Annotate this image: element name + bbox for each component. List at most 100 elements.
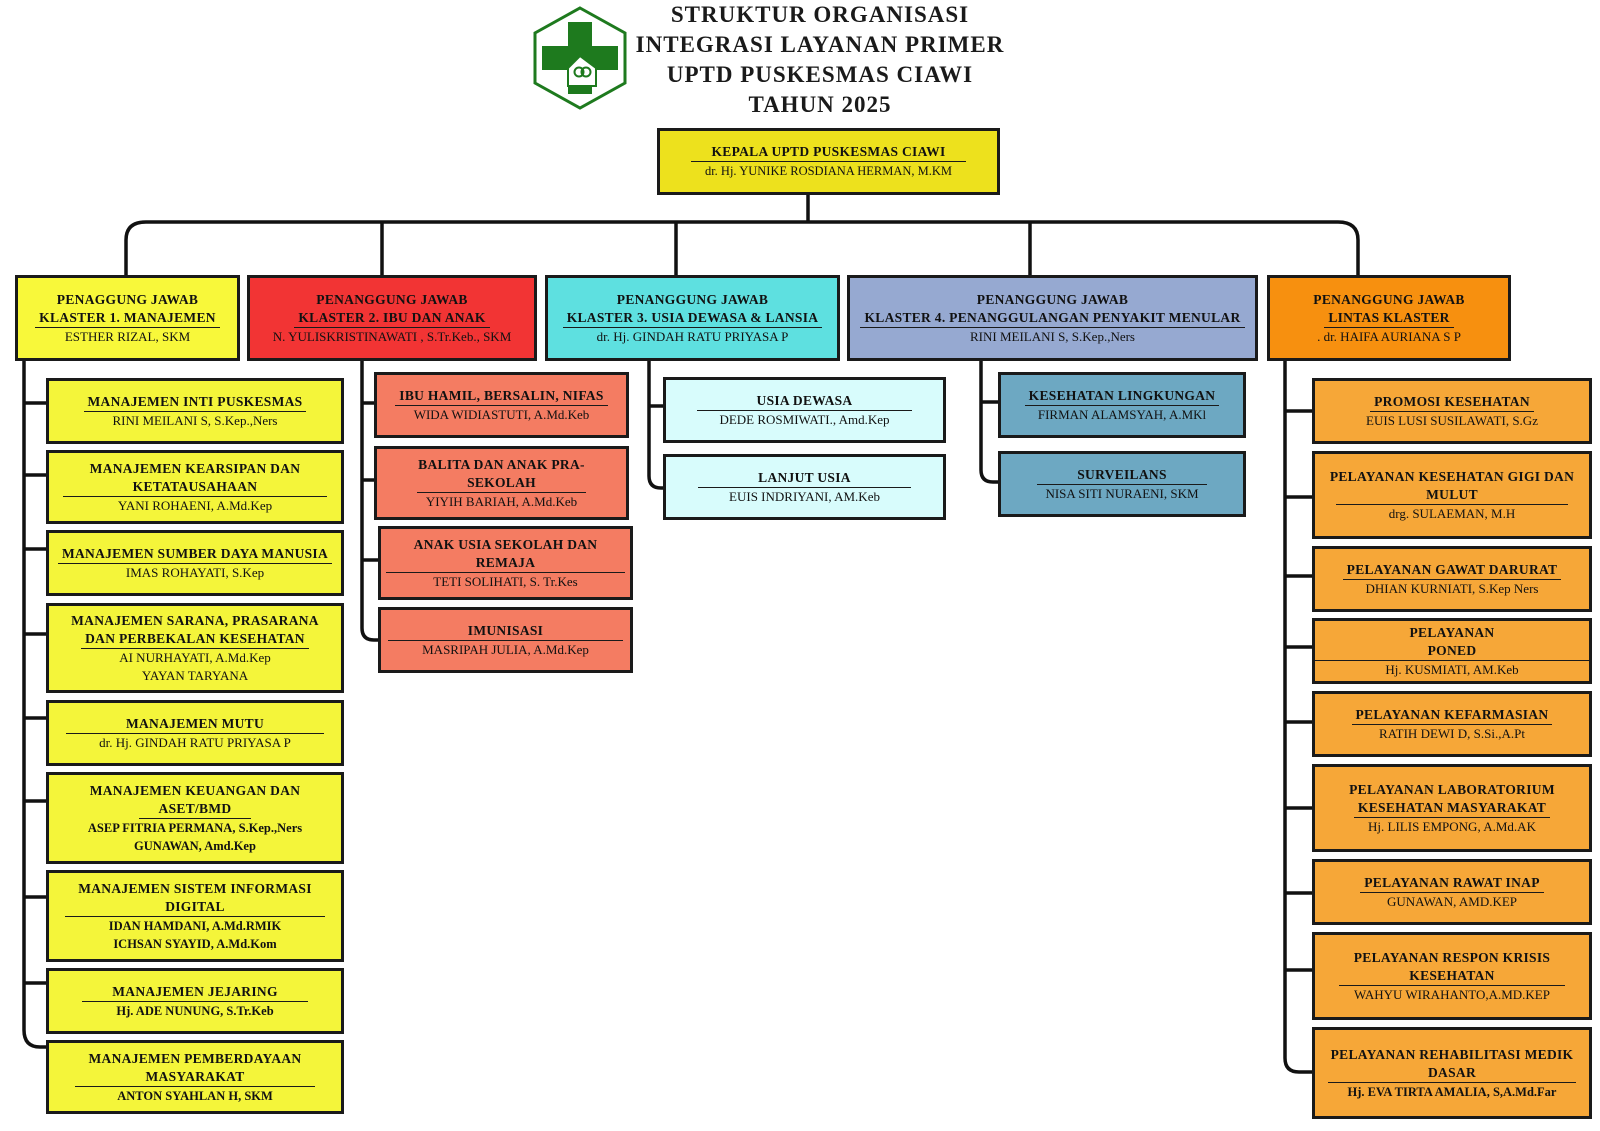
unit-title: SURVEILANS — [1037, 466, 1207, 485]
unit-title-2: KESEHATAN MASYARAKAT — [1353, 799, 1551, 818]
unit-person: ANTON SYAHLAN H, SKM — [117, 1088, 273, 1103]
unit-title: PELAYANAN PONED — [1315, 624, 1589, 661]
unit-person: Hj. ADE NUNUNG, S.Tr.Keb — [116, 1003, 274, 1018]
klaster4-name: RINI MEILANI S, S.Kep.,Ners — [969, 328, 1135, 344]
lintas-unit: PELAYANAN KEFARMASIAN RATIH DEWI D, S.Si… — [1312, 691, 1592, 757]
lintas-unit: PELAYANAN KESEHATAN GIGI DAN MULUT drg. … — [1312, 451, 1592, 539]
klaster1-unit: MANAJEMEN MUTU dr. Hj. GINDAH RATU PRIYA… — [46, 700, 344, 766]
unit-title-2: KESEHATAN — [1339, 967, 1565, 986]
unit-person: RINI MEILANI S, S.Kep.,Ners — [112, 412, 278, 428]
unit-title-2: ASET/BMD — [138, 800, 252, 819]
title-line-4: TAHUN 2025 — [748, 92, 892, 117]
klaster2-unit: BALITA DAN ANAK PRA- SEKOLAH YIYIH BARIA… — [374, 446, 629, 520]
unit-title: PELAYANAN KESEHATAN GIGI DAN — [1329, 468, 1575, 484]
klaster3-name: dr. Hj. GINDAH RATU PRIYASA P — [596, 328, 789, 344]
unit-person: ASEP FITRIA PERMANA, S.Kep.,Ners — [87, 820, 303, 835]
unit-title: MANAJEMEN KEARSIPAN DAN — [89, 460, 301, 476]
unit-person: FIRMAN ALAMSYAH, A.MKl — [1037, 406, 1207, 422]
unit-title: IMUNISASI — [387, 622, 624, 641]
unit-title: USIA DEWASA — [696, 392, 913, 411]
unit-person-2: YAYAN TARYANA — [141, 667, 249, 683]
lintas-unit: PELAYANAN RESPON KRISIS KESEHATAN WAHYU … — [1312, 932, 1592, 1020]
unit-title-2: REMAJA — [385, 554, 626, 573]
klaster1-label-2: KLASTER 1. MANAJEMEN — [35, 309, 220, 328]
unit-person: IDAN HAMDANI, A.Md.RMIK — [108, 918, 282, 933]
klaster2-label-1: PENANGGUNG JAWAB — [316, 291, 468, 307]
klaster1-box: PENAGGUNG JAWAB KLASTER 1. MANAJEMEN EST… — [15, 275, 240, 361]
klaster2-label-2: KLASTER 2. IBU DAN ANAK — [294, 309, 490, 328]
lintas-unit: PELAYANAN RAWAT INAP GUNAWAN, AMD.KEP — [1312, 859, 1592, 925]
unit-person: YIYIH BARIAH, A.Md.Keb — [425, 493, 578, 509]
unit-person-2: GUNAWAN, Amd.Kep — [134, 838, 256, 853]
lintas-name: . dr. HAIFA AURIANA S P — [1317, 328, 1461, 344]
lintas-unit: PELAYANAN REHABILITASI MEDIK DASAR Hj. E… — [1312, 1027, 1592, 1119]
unit-person: RATIH DEWI D, S.Si.,A.Pt — [1379, 725, 1525, 741]
unit-person: NISA SITI NURAENI, SKM — [1045, 485, 1199, 501]
klaster4-label-1: PENANGGUNG JAWAB — [976, 291, 1129, 307]
unit-title-2: DAN PERBEKALAN KESEHATAN — [81, 630, 309, 649]
unit-person: Hj. KUSMIATI, AM.Keb — [1385, 661, 1519, 677]
unit-person: WIDA WIDIASTUTI, A.Md.Keb — [413, 406, 590, 422]
klaster1-unit: MANAJEMEN PEMBERDAYAAN MASYARAKAT ANTON … — [46, 1040, 344, 1114]
klaster3-label-1: PENANGGUNG JAWAB — [616, 291, 769, 307]
klaster1-unit: MANAJEMEN KEARSIPAN DAN KETATAUSAHAAN YA… — [46, 450, 344, 524]
klaster4-label-2: KLASTER 4. PENANGGULANGAN PENYAKIT MENUL… — [860, 309, 1245, 328]
lintas-box: PENANGGUNG JAWAB LINTAS KLASTER . dr. HA… — [1267, 275, 1511, 361]
klaster3-box: PENANGGUNG JAWAB KLASTER 3. USIA DEWASA … — [545, 275, 840, 361]
unit-title: PELAYANAN REHABILITASI MEDIK — [1330, 1046, 1574, 1062]
klaster1-unit: MANAJEMEN SUMBER DAYA MANUSIA IMAS ROHAY… — [46, 530, 344, 596]
lintas-unit: PELAYANAN LABORATORIUM KESEHATAN MASYARA… — [1312, 764, 1592, 852]
klaster4-unit: KESEHATAN LINGKUNGAN FIRMAN ALAMSYAH, A.… — [998, 372, 1246, 438]
title-line-1: STRUKTUR ORGANISASI — [670, 2, 970, 27]
unit-title: PELAYANAN RESPON KRISIS — [1353, 949, 1551, 965]
unit-person: DHIAN KURNIATI, S.Kep Ners — [1365, 580, 1539, 596]
lintas-unit: PELAYANAN PONED Hj. KUSMIATI, AM.Keb — [1312, 618, 1592, 684]
unit-person: DEDE ROSMIWATI., Amd.Kep — [719, 411, 890, 427]
unit-title: MANAJEMEN JEJARING — [82, 983, 308, 1002]
unit-title: PROMOSI KESEHATAN — [1370, 393, 1534, 412]
klaster3-label-2: KLASTER 3. USIA DEWASA & LANSIA — [562, 309, 823, 328]
klaster2-unit: IBU HAMIL, BERSALIN, NIFAS WIDA WIDIASTU… — [374, 372, 629, 438]
unit-person: WAHYU WIRAHANTO,A.MD.KEP — [1354, 986, 1550, 1002]
unit-title: IBU HAMIL, BERSALIN, NIFAS — [395, 387, 608, 406]
unit-person: Hj. LILIS EMPONG, A.Md.AK — [1368, 818, 1536, 834]
unit-person: EUIS INDRIYANI, AM.Keb — [729, 488, 880, 504]
unit-person: GUNAWAN, AMD.KEP — [1386, 893, 1518, 909]
klaster2-unit: IMUNISASI MASRIPAH JULIA, A.Md.Kep — [378, 607, 633, 673]
unit-title: MANAJEMEN PEMBERDAYAAN — [88, 1050, 302, 1066]
klaster1-name: ESTHER RIZAL, SKM — [64, 328, 191, 344]
klaster1-unit: MANAJEMEN SARANA, PRASARANA DAN PERBEKAL… — [46, 603, 344, 693]
unit-person: EUIS LUSI SUSILAWATI, S.Gz — [1366, 412, 1538, 428]
klaster1-unit: MANAJEMEN JEJARING Hj. ADE NUNUNG, S.Tr.… — [46, 968, 344, 1034]
head-box: KEPALA UPTD PUSKESMAS CIAWI dr. Hj. YUNI… — [657, 128, 1000, 195]
unit-person: TETI SOLIHATI, S. Tr.Kes — [433, 573, 578, 589]
puskesmas-logo — [533, 6, 627, 110]
unit-title: MANAJEMEN INTI PUSKESMAS — [83, 393, 307, 412]
unit-title-2: DIGITAL — [65, 898, 325, 917]
klaster2-unit: ANAK USIA SEKOLAH DAN REMAJA TETI SOLIHA… — [378, 526, 633, 600]
head-name: dr. Hj. YUNIKE ROSDIANA HERMAN, M.KM — [704, 164, 953, 178]
unit-title: PELAYANAN RAWAT INAP — [1360, 874, 1544, 893]
unit-person: IMAS ROHAYATI, S.Kep — [125, 564, 265, 580]
klaster4-box: PENANGGUNG JAWAB KLASTER 4. PENANGGULANG… — [847, 275, 1258, 361]
klaster1-label-1: PENAGGUNG JAWAB — [56, 291, 199, 307]
unit-title: MANAJEMEN KEUANGAN DAN — [89, 782, 301, 798]
unit-title-2: MASYARAKAT — [75, 1068, 315, 1087]
title-line-3: UPTD PUSKESMAS CIAWI — [666, 62, 974, 87]
unit-person: MASRIPAH JULIA, A.Md.Kep — [422, 641, 589, 657]
unit-person: dr. Hj. GINDAH RATU PRIYASA P — [99, 734, 291, 750]
unit-title: ANAK USIA SEKOLAH DAN — [413, 536, 598, 552]
unit-person: Hj. EVA TIRTA AMALIA, S,A.Md.Far — [1347, 1084, 1557, 1099]
unit-person: drg. SULAEMAN, M.H — [1388, 505, 1516, 521]
klaster4-unit: SURVEILANS NISA SITI NURAENI, SKM — [998, 451, 1246, 517]
unit-title: BALITA DAN ANAK PRA- — [418, 456, 585, 472]
lintas-unit: PELAYANAN GAWAT DARURAT DHIAN KURNIATI, … — [1312, 546, 1592, 612]
unit-title: MANAJEMEN SARANA, PRASARANA — [71, 612, 319, 628]
chart-title: STRUKTUR ORGANISASI INTEGRASI LAYANAN PR… — [600, 0, 1040, 120]
unit-person: YANI ROHAENI, A.Md.Kep — [117, 497, 273, 513]
unit-title: PELAYANAN LABORATORIUM — [1349, 781, 1555, 797]
unit-title: LANJUT USIA — [698, 469, 911, 488]
klaster2-box: PENANGGUNG JAWAB KLASTER 2. IBU DAN ANAK… — [247, 275, 537, 361]
lintas-label-1: PENANGGUNG JAWAB — [1313, 291, 1465, 307]
